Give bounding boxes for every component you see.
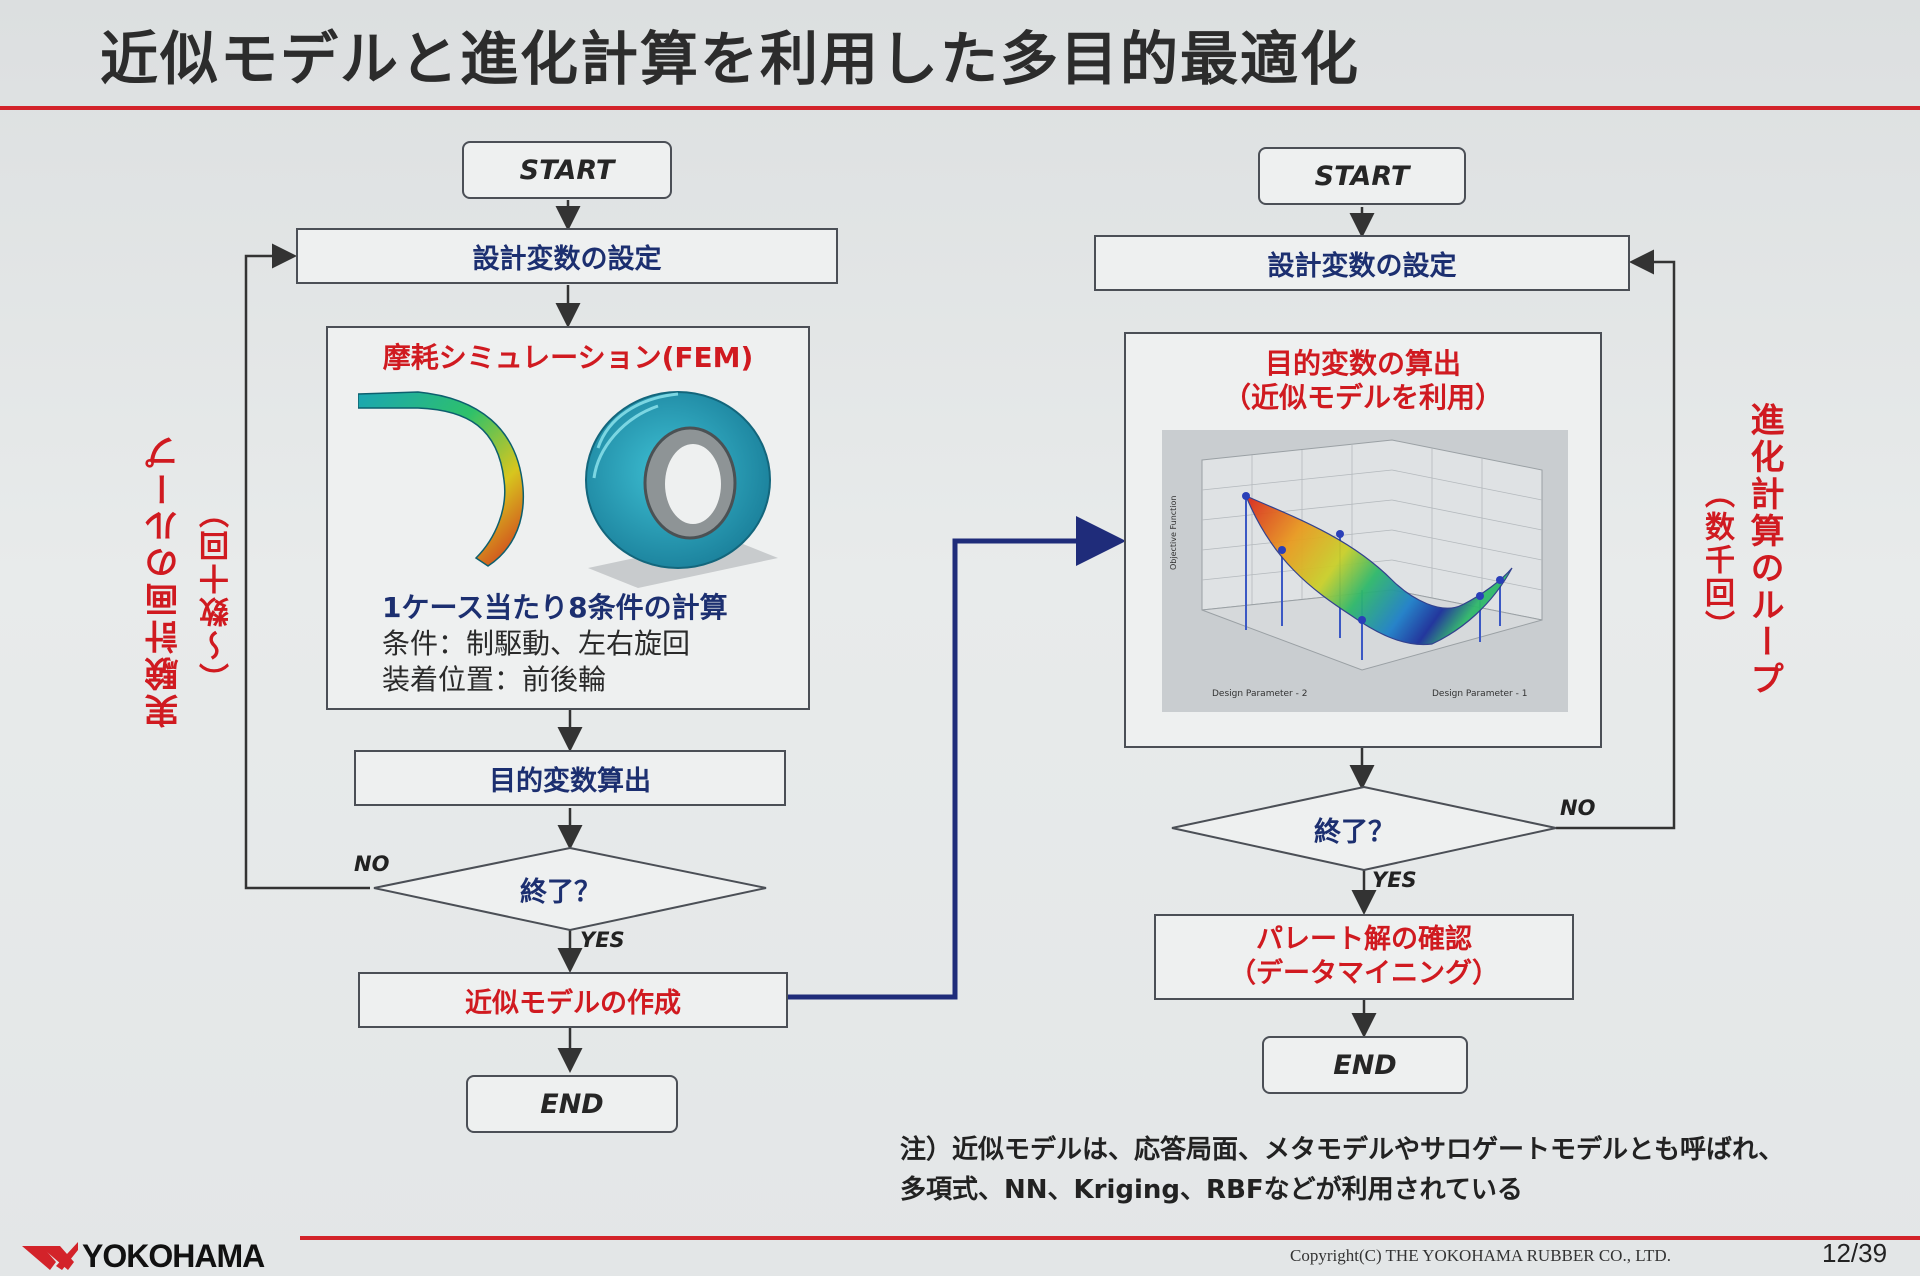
calc-title: 目的変数の算出: [1264, 347, 1461, 380]
footer-divider: [300, 1236, 1920, 1240]
pareto-check-step: パレート解の確認 （データマイニング）: [1154, 914, 1574, 1000]
experiment-loop-count: （〜数十回）: [200, 495, 235, 693]
build-approx-model-step: 近似モデルの作成: [358, 972, 788, 1028]
title-divider: [0, 106, 1920, 110]
objective-calc-panel: 目的変数の算出 （近似モデルを利用）: [1124, 332, 1602, 748]
note-line-1: 注）近似モデルは、応答局面、メタモデルやサロゲートモデルとも呼ばれ、: [900, 1135, 1785, 1165]
tire-fem-illustration: [358, 391, 778, 588]
pareto-line-2: （データマイニング）: [1229, 958, 1499, 989]
page-number: 12/39: [1822, 1238, 1888, 1268]
plot-xlabel: Design Parameter - 1: [1432, 689, 1527, 699]
right-no-label: NO: [1560, 796, 1596, 820]
right-yes-label: YES: [1372, 868, 1417, 892]
left-decision-label: 終了？: [520, 877, 601, 908]
left-start-node: START: [462, 141, 672, 199]
evolution-loop-label: 進化計算のループ: [1744, 402, 1784, 698]
evolution-loop-count: （数千回）: [1699, 478, 1734, 643]
yokohama-logo: YOKOHAMA: [22, 1238, 265, 1275]
pareto-line-1: パレート解の確認: [1256, 924, 1472, 955]
experiment-loop-label: 実験計画のループ: [145, 432, 185, 728]
left-yes-label: YES: [580, 928, 625, 952]
left-end-node: END: [466, 1075, 678, 1133]
left-set-variables-step: 設計変数の設定: [296, 228, 838, 284]
plot-ylabel: Design Parameter - 2: [1212, 689, 1307, 699]
fem-title: 摩耗シミュレーション(FEM): [382, 341, 754, 374]
slide-title: 近似モデルと進化計算を利用した多目的最適化: [100, 25, 1361, 93]
fem-cases-text: 1ケース当たり8条件の計算: [382, 591, 728, 624]
right-decision-label: 終了？: [1314, 817, 1395, 848]
fem-simulation-panel: 摩耗シミュレーション(FEM): [326, 326, 810, 710]
left-no-label: NO: [354, 852, 390, 876]
plot-zlabel: Objective Function: [1169, 495, 1178, 570]
note-line-2: 多項式、NN、Kriging、RBFなどが利用されている: [900, 1175, 1523, 1205]
brand-name: YOKOHAMA: [82, 1238, 265, 1274]
fem-position-text: 装着位置：前後輪: [382, 663, 607, 696]
response-surface-plot: Design Parameter - 2 Design Parameter - …: [1162, 430, 1568, 712]
fem-conditions-text: 条件：制駆動、左右旋回: [382, 627, 691, 660]
right-start-node: START: [1258, 147, 1466, 205]
right-end-node: END: [1262, 1036, 1468, 1094]
yokohama-mark-icon: [22, 1241, 78, 1270]
approx-model-note: 注）近似モデルは、応答局面、メタモデルやサロゲートモデルとも呼ばれ、 多項式、N…: [900, 1130, 1784, 1210]
copyright-text: Copyright(C) THE YOKOHAMA RUBBER CO., LT…: [1290, 1246, 1671, 1265]
calc-subtitle: （近似モデルを利用）: [1222, 381, 1503, 414]
right-set-variables-step: 設計変数の設定: [1094, 235, 1630, 291]
left-objective-step: 目的変数算出: [354, 750, 786, 806]
